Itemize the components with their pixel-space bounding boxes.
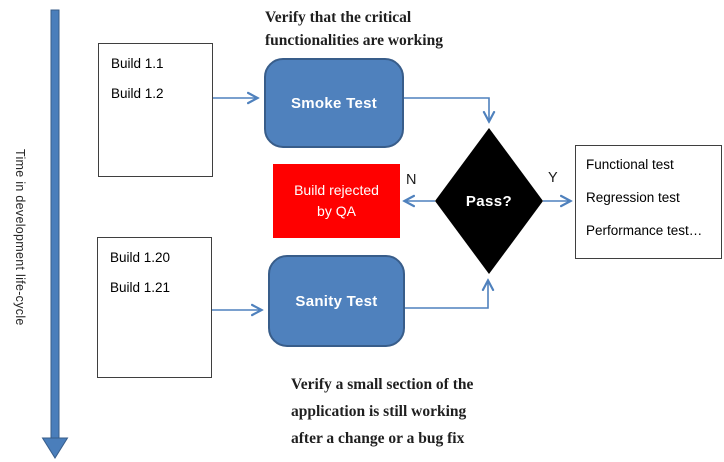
build-version: Build 1.2	[111, 86, 164, 101]
timeline-arrow	[41, 9, 69, 459]
outcome-item: Functional test	[586, 157, 674, 172]
outcome-item: Performance test…	[586, 223, 703, 238]
build-rejected-node: Build rejected by QA	[273, 164, 400, 238]
outcomes-box: Functional test Regression test Performa…	[575, 145, 722, 259]
pass-decision-node: Pass?	[435, 128, 543, 274]
sanity-test-label: Sanity Test	[295, 292, 378, 310]
smoke-test-note: Verify that the critical functionalities…	[265, 9, 443, 49]
sanity-test-node: Sanity Test	[268, 255, 405, 347]
outcome-item: Regression test	[586, 190, 680, 205]
builds-top-box: Build 1.1 Build 1.2	[98, 43, 213, 177]
build-rejected-label: Build rejected by QA	[294, 182, 379, 219]
build-version: Build 1.21	[110, 280, 171, 295]
edge-smoke-to-decision	[404, 97, 489, 121]
edge-label-no: N	[406, 172, 417, 188]
smoke-test-node: Smoke Test	[264, 58, 404, 148]
edge-label-yes: Y	[548, 170, 558, 186]
smoke-test-label: Smoke Test	[290, 94, 378, 112]
pass-decision-label: Pass?	[465, 192, 513, 210]
edge-sanity-to-decision	[405, 281, 488, 309]
build-version: Build 1.1	[111, 56, 164, 71]
sanity-test-note: Verify a small section of the applicatio…	[291, 376, 474, 447]
builds-bottom-box: Build 1.20 Build 1.21	[97, 237, 212, 378]
build-version: Build 1.20	[110, 250, 171, 265]
timeline-axis-label: Time in development life-cycle	[13, 149, 27, 326]
